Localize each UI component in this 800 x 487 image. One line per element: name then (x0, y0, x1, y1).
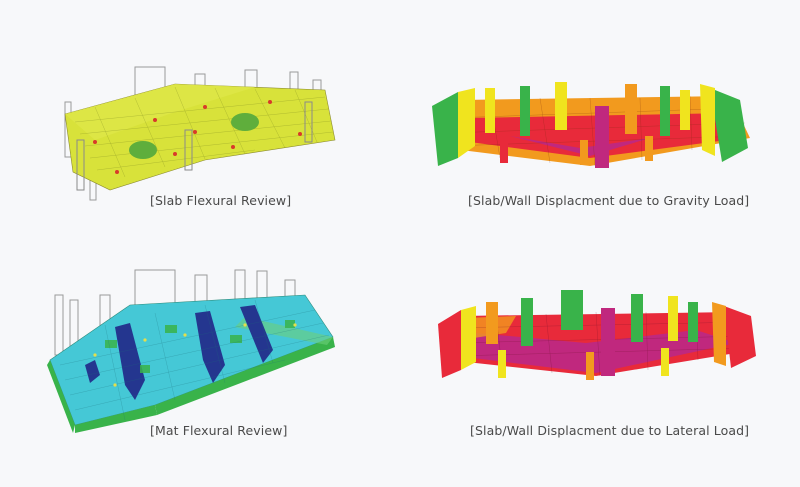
gravity-displacement-model (432, 82, 750, 168)
caption-slab-flexural: [Slab Flexural Review] (150, 193, 292, 208)
caption-lateral-displacement: [Slab/Wall Displacment due to Lateral Lo… (470, 423, 750, 438)
slab-flexural-model (64, 66, 336, 201)
mat-flexural-model (47, 269, 335, 433)
caption-gravity-displacement: [Slab/Wall Displacment due to Gravity Lo… (468, 193, 750, 208)
lateral-displacement-model (438, 290, 756, 380)
caption-mat-flexural: [Mat Flexural Review] (150, 423, 288, 438)
